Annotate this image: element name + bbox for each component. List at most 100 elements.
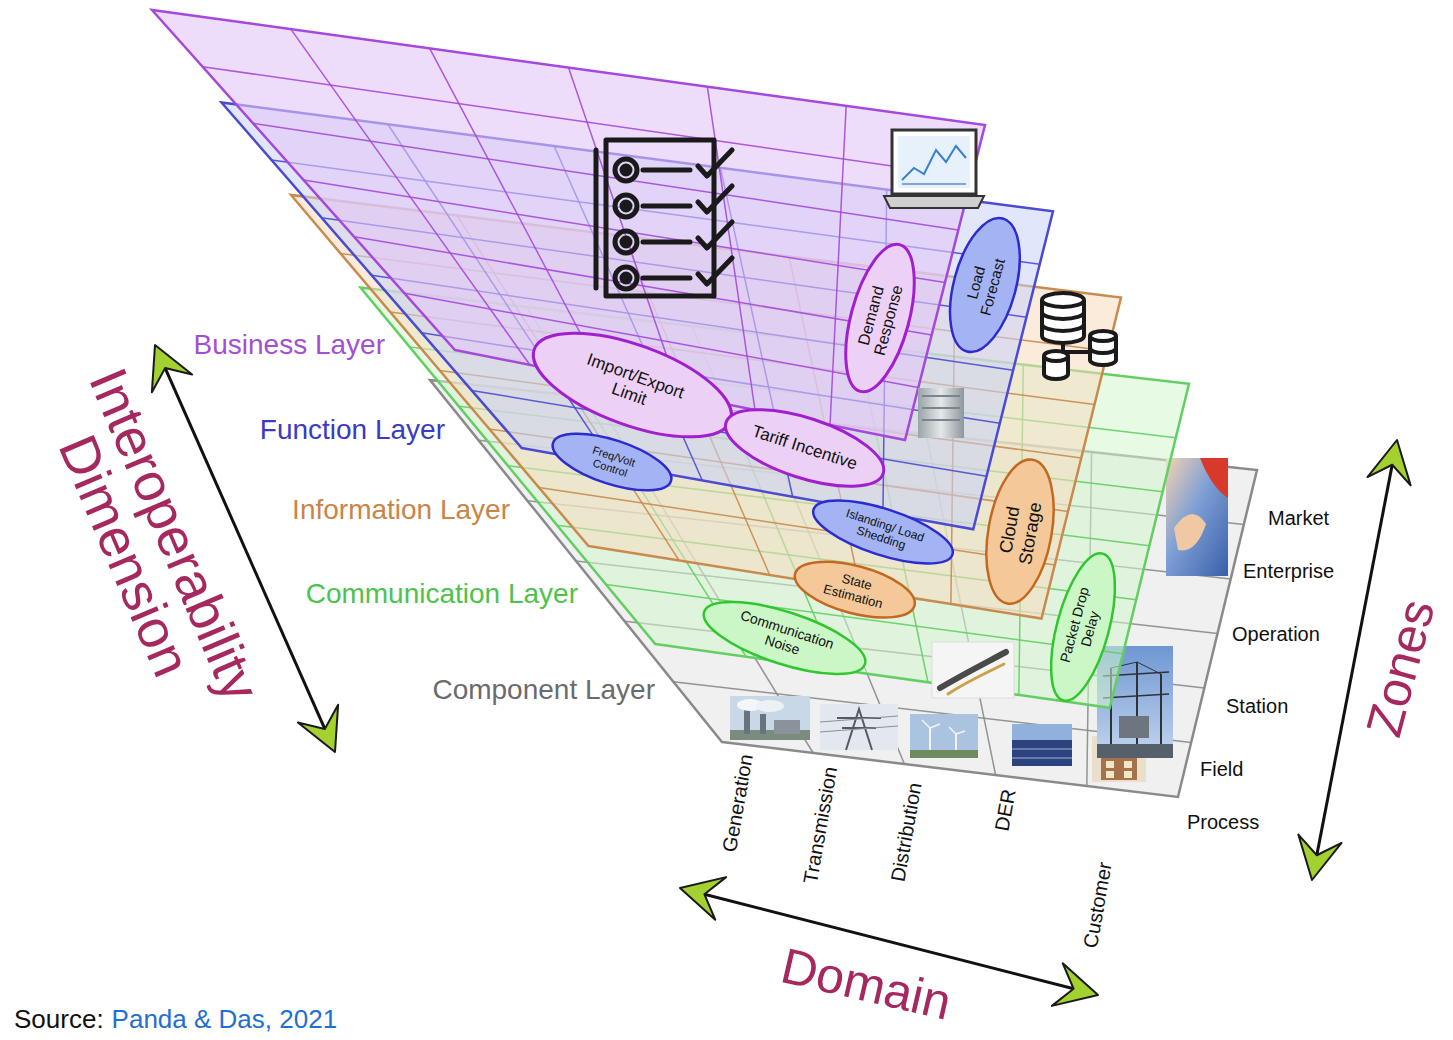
cable-photo: [932, 642, 1014, 698]
axis-title: Domain: [776, 940, 955, 1027]
grid-line: [203, 67, 972, 178]
grid-line: [354, 237, 932, 335]
oval-shape: [937, 210, 1033, 359]
power-line: [820, 716, 898, 722]
zone-name: Field: [1200, 758, 1243, 780]
substation-building: [918, 388, 964, 438]
layer-name: Business Layer: [194, 330, 385, 361]
zone-name: Market: [1268, 507, 1329, 529]
market-accent: [1200, 458, 1228, 498]
laptop-chart-axis: [902, 183, 966, 185]
cable-photo-ground: [932, 642, 1014, 698]
oval-shape: [1038, 547, 1128, 707]
database-rings: [1042, 312, 1084, 331]
power-line: [820, 726, 898, 732]
station-pole: [1160, 674, 1162, 744]
chimney: [744, 710, 750, 734]
photo-sky: [1012, 724, 1072, 766]
station-transformer: [1119, 716, 1149, 738]
market-image: [1166, 458, 1228, 576]
turbine-blades: [949, 727, 965, 743]
cable: [940, 652, 1006, 688]
oval-shape: [976, 455, 1064, 610]
house-wall: [1101, 756, 1137, 780]
market-photo: [1166, 458, 1228, 576]
laptop-display: [898, 136, 970, 188]
photo-sky: [730, 696, 810, 740]
plant-hall: [774, 720, 800, 734]
checklist-bullet: [615, 231, 637, 253]
panel-row: [1012, 758, 1072, 759]
zone-name: Enterprise: [1243, 560, 1334, 582]
database-rings: [1090, 348, 1116, 353]
layer-name: Communication Layer: [306, 579, 578, 610]
domain-name: Customer: [1079, 860, 1116, 949]
layer-name: Function Layer: [260, 415, 445, 446]
axis-title: Interoperability Dimension: [3, 294, 298, 796]
tower-photo: [820, 704, 898, 750]
panel-row: [1012, 749, 1072, 750]
laptop-icon: [884, 130, 984, 208]
oval-shape: [832, 237, 927, 399]
checklist-dot: [622, 238, 630, 246]
cable-core: [948, 664, 1004, 694]
photo-sky: [820, 704, 898, 750]
database-top: [1090, 331, 1116, 341]
substation-photo: [918, 388, 964, 438]
oval-shape: [697, 587, 874, 689]
laptop-chart: [902, 146, 966, 180]
checklist-icon: [596, 140, 732, 296]
turbine-blades: [922, 720, 940, 739]
solar-panels: [1012, 740, 1072, 766]
domain-name: Distribution: [886, 781, 925, 883]
oval-shape: [717, 394, 893, 502]
oval-shape: [789, 551, 921, 629]
axis-arrowhead: [1052, 963, 1098, 1006]
axis-arrowhead: [680, 877, 726, 920]
source-reference: Panda & Das, 2021: [112, 1005, 338, 1034]
domain-name: Transmission: [799, 765, 841, 885]
database-icon: [1042, 293, 1116, 379]
axis-arrows: [152, 345, 1411, 1006]
house-window: [1124, 771, 1132, 778]
checklist-bullet: [615, 159, 637, 181]
zone-name: Process: [1187, 811, 1259, 833]
domain-name: DER: [990, 787, 1019, 832]
checklist-checks: [698, 150, 732, 284]
house-window: [1106, 761, 1114, 768]
smoke: [756, 700, 784, 712]
layer-name: Component Layer: [432, 675, 655, 706]
oval-shape: [546, 422, 678, 502]
laptop-screen: [892, 130, 976, 194]
checklist-dot: [622, 202, 630, 210]
layer-name: Information Layer: [292, 495, 510, 526]
checklist-lines: [643, 170, 690, 278]
substation-ribs: [922, 396, 960, 420]
axis-arrowhead: [1367, 440, 1410, 485]
checklist-bullet: [615, 267, 637, 289]
solar-photo: [1012, 724, 1072, 766]
zone-name: Operation: [1232, 623, 1320, 645]
checklist-bullet: [615, 195, 637, 217]
photo-sky: [910, 714, 978, 758]
checklist-dot: [622, 274, 630, 282]
turbine-photo: [910, 714, 978, 758]
house-window: [1106, 771, 1114, 778]
checklist-dot: [622, 166, 630, 174]
layer-planes: [152, 10, 1257, 797]
market-face: [1174, 514, 1206, 551]
oval-shape: [520, 312, 744, 459]
axis-arrowhead: [1298, 835, 1341, 880]
database-top: [1044, 351, 1068, 361]
station-ground: [1097, 744, 1173, 758]
checklist-spine: [594, 150, 599, 288]
house-window: [1124, 761, 1132, 768]
database-top: [1042, 293, 1084, 307]
axis-title: Zones: [1358, 594, 1442, 741]
source-prefix: Source:: [14, 1005, 104, 1034]
axis-arrowhead: [152, 345, 192, 392]
chimney: [760, 714, 766, 734]
axis-arrowhead: [298, 705, 338, 752]
laptop-base: [884, 196, 984, 208]
